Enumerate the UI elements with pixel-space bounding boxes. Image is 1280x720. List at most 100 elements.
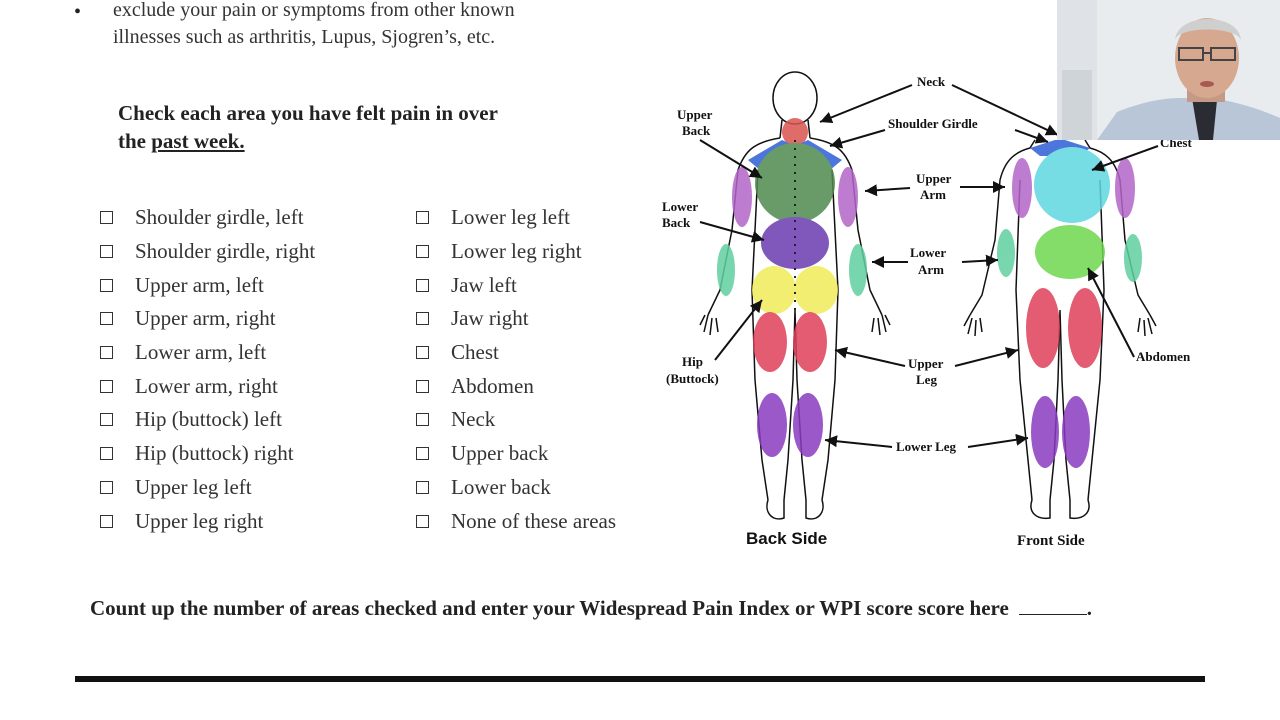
region-upper-arm-back-right[interactable] [838,167,858,227]
checklist-item-label: Shoulder girdle, right [135,239,316,264]
region-upper-arm-front-right[interactable] [1115,158,1135,218]
checkbox[interactable] [100,480,113,494]
checklist-item[interactable]: Upper leg left [100,471,315,505]
checkbox[interactable] [100,278,113,292]
checkbox[interactable] [416,278,429,292]
checklist-item[interactable]: Upper arm, right [100,302,315,336]
label-upper-arm-1: Upper [916,171,952,186]
checklist-item-label: Upper arm, left [135,272,264,297]
region-upper-leg-front-right[interactable] [1068,288,1102,368]
region-upper-back[interactable] [755,143,835,223]
checklist-item-label: Jaw right [451,306,529,331]
checklist-item-label: Abdomen [451,373,534,398]
label-lower-back-2: Back [662,215,691,230]
region-upper-arm-front-left[interactable] [1012,158,1032,218]
checkbox[interactable] [100,211,113,225]
region-lower-leg-back-right[interactable] [793,393,823,457]
region-lower-arm-front-right[interactable] [1124,234,1142,282]
region-chest[interactable] [1034,147,1110,223]
label-abdomen: Abdomen [1136,349,1191,364]
checklist-item-label: Chest [451,340,499,365]
region-lower-leg-back-left[interactable] [757,393,787,457]
wpi-instruction-text: Count up the number of areas checked and… [90,596,1009,620]
checkbox[interactable] [100,312,113,326]
bullet-line-1: exclude your pain or symptoms from other… [113,0,515,21]
checklist-item[interactable]: Hip (buttock) right [100,437,315,471]
wpi-instruction: Count up the number of areas checked and… [90,596,1092,621]
checkbox[interactable] [100,245,113,259]
region-neck-back[interactable] [782,118,808,146]
checkbox[interactable] [416,480,429,494]
wpi-score-blank[interactable] [1018,600,1087,615]
region-upper-leg-back-left[interactable] [753,312,787,372]
back-figure [699,71,891,520]
checklist-item[interactable]: Upper leg right [100,504,315,538]
checklist-item[interactable]: Neck [416,403,616,437]
checklist-item[interactable]: Jaw right [416,302,616,336]
checklist-item-label: Lower arm, right [135,373,278,398]
checklist-item[interactable]: Jaw left [416,268,616,302]
checkbox[interactable] [100,379,113,393]
bullet-text: exclude your pain or symptoms from other… [113,0,673,51]
label-neck: Neck [917,74,946,89]
checklist-item[interactable]: Upper arm, left [100,268,315,302]
checkbox[interactable] [416,346,429,360]
checkbox[interactable] [100,413,113,427]
checklist-item-label: Lower back [451,474,551,499]
heading-line-1: Check each area you have felt pain in ov… [118,101,498,125]
checklist-item[interactable]: Lower leg right [416,235,616,269]
bullet-line-2: illnesses such as arthritis, Lupus, Sjog… [113,26,496,48]
checklist-item-label: Upper arm, right [135,306,276,331]
checkbox[interactable] [416,211,429,225]
checklist-item[interactable]: Lower back [416,471,616,505]
checklist-item-label: Lower leg right [451,239,582,264]
wpi-period: . [1086,596,1093,620]
region-lower-arm-front-left[interactable] [997,229,1015,277]
region-lower-leg-front-left[interactable] [1031,396,1059,468]
heading-prefix: the [118,129,152,153]
divider-rule [75,676,1205,682]
region-hip-right[interactable] [794,266,838,314]
checklist-item-label: Lower arm, left [135,340,267,365]
front-pain-regions [997,140,1142,468]
checkbox[interactable] [416,379,429,393]
checklist-item[interactable]: Lower leg left [416,201,616,235]
checkbox[interactable] [416,312,429,326]
region-abdomen[interactable] [1035,225,1105,279]
checklist-item[interactable]: Lower arm, left [100,336,315,370]
checklist-heading: Check each area you have felt pain in ov… [118,99,578,155]
checklist-item[interactable]: Shoulder girdle, right [100,235,315,269]
checklist-item[interactable]: Shoulder girdle, left [100,201,315,235]
checklist-item[interactable]: None of these areas [416,504,616,538]
checkbox[interactable] [416,245,429,259]
checklist-item[interactable]: Chest [416,336,616,370]
label-hip-1: Hip [682,354,703,369]
checkbox[interactable] [100,346,113,360]
back-pain-regions [717,118,867,457]
checkbox[interactable] [100,447,113,461]
region-lower-leg-front-right[interactable] [1062,396,1090,468]
checklist-item-label: Neck [451,407,496,432]
checklist-item-label: Upper back [451,441,549,466]
label-lower-back-1: Lower [662,199,698,214]
region-lower-arm-back-left[interactable] [717,244,735,296]
checklist-item-label: Upper leg right [135,508,264,533]
region-lower-arm-back-right[interactable] [849,244,867,296]
region-upper-leg-front-left[interactable] [1026,288,1060,368]
checkbox[interactable] [416,447,429,461]
checkbox[interactable] [416,413,429,427]
checkbox[interactable] [100,514,113,528]
checklist-item[interactable]: Upper back [416,437,616,471]
bullet-marker: • [74,1,82,23]
checklist-item-label: Lower leg left [451,205,570,230]
checkbox[interactable] [416,514,429,528]
region-hip-left[interactable] [752,266,796,314]
checklist-item[interactable]: Lower arm, right [100,369,315,403]
region-upper-arm-back-left[interactable] [732,167,752,227]
region-upper-leg-back-right[interactable] [793,312,827,372]
region-lower-back[interactable] [761,217,829,269]
checklist-item[interactable]: Hip (buttock) left [100,403,315,437]
checklist-item[interactable]: Abdomen [416,369,616,403]
